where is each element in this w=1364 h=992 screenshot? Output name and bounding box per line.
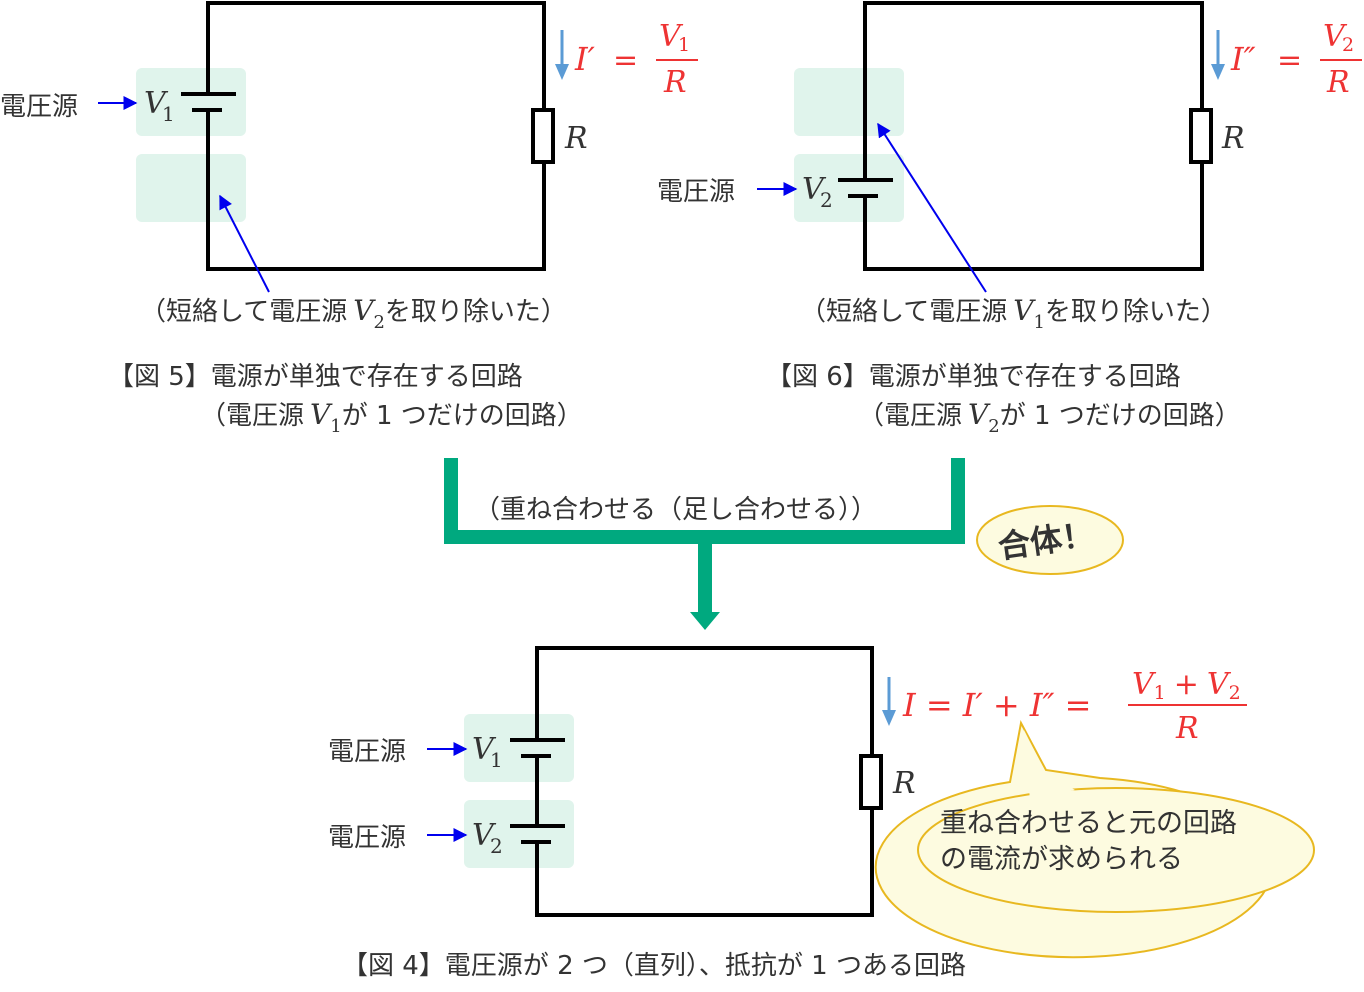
merge-arrow: （重ね合わせる（足し合わせる）） 合体！ (444, 458, 1124, 630)
fraction-numerator: V1+V2 (1132, 667, 1241, 704)
current-arrow-icon (1211, 30, 1225, 80)
equals-sign: = (613, 43, 638, 78)
resistor-icon (859, 754, 883, 810)
removed-source-highlight-box (136, 154, 246, 222)
merge-badge: 合体！ (976, 505, 1124, 575)
source1-subscript: 1 (490, 748, 503, 772)
resistor-label: R (1221, 121, 1245, 156)
fraction-denominator: R (1175, 711, 1199, 746)
source-label: 電圧源 (657, 177, 735, 207)
source-label: 電圧源 (0, 92, 78, 122)
source-highlight-box (794, 154, 904, 222)
callout-line2: の電流が求められる (940, 844, 1183, 875)
source-highlight-box (136, 68, 246, 136)
note-pointer-arrow-icon (219, 194, 270, 293)
current-symbol: I′ (574, 40, 596, 78)
circuit-wires (206, 1, 546, 271)
callout-line1: 重ね合わせると元の回路 (940, 808, 1237, 839)
battery2-icon (510, 824, 565, 844)
circuit-wires (863, 1, 1204, 271)
source1-symbol: V (472, 732, 497, 767)
battery-icon (181, 92, 236, 112)
total-current-formula: I = I′ + I″ = (902, 686, 1091, 724)
fraction-numerator-subscript: 1 (678, 34, 690, 56)
equals-sign: = (1277, 43, 1302, 78)
resistor-label: R (892, 766, 916, 801)
resistor-label: R (564, 121, 588, 156)
source-subscript: 2 (820, 188, 833, 212)
source2-symbol: V (472, 818, 497, 853)
resistor-icon (531, 108, 555, 164)
circuit-wires (535, 646, 874, 917)
current-arrow-icon (882, 677, 896, 726)
source2-subscript: 2 (490, 834, 503, 858)
source1-highlight-box (464, 714, 574, 782)
callout-bubble: 重ね合わせると元の回路 の電流が求められる (874, 720, 1315, 959)
source2-label: 電圧源 (328, 823, 406, 853)
fraction-numerator: V (1323, 19, 1348, 54)
source-symbol: V (144, 86, 169, 121)
fraction-numerator-subscript: 2 (1342, 34, 1354, 56)
fraction-denominator: R (663, 65, 687, 100)
source1-label: 電圧源 (328, 737, 406, 767)
fraction-denominator: R (1326, 65, 1350, 100)
merge-bracket-icon (444, 458, 965, 630)
source-subscript: 1 (162, 102, 175, 126)
figure-caption-line1: 【図 6】電源が単独で存在する回路 (766, 362, 1181, 392)
source-symbol: V (802, 172, 827, 207)
source2-highlight-box (464, 800, 574, 868)
merge-label: （重ね合わせる（足し合わせる）） (474, 495, 877, 525)
current-symbol: I″ (1230, 40, 1256, 78)
resistor-icon (1189, 108, 1213, 164)
figure-caption: 【図 4】電圧源が 2 つ（直列）、抵抗が 1 つある回路 (342, 951, 966, 981)
figure-4: R 電圧源 V 1 電圧源 V 2 I = I′ + I″ = V1+V2 R … (328, 646, 1315, 981)
battery1-icon (510, 738, 565, 758)
note-pointer-arrow-icon (877, 122, 987, 293)
current-arrow-icon (555, 30, 569, 80)
battery-icon (838, 178, 893, 198)
figure-caption-line1: 【図 5】電源が単独で存在する回路 (108, 362, 523, 392)
fraction-numerator: V (659, 19, 684, 54)
removed-source-highlight-box (794, 68, 904, 136)
